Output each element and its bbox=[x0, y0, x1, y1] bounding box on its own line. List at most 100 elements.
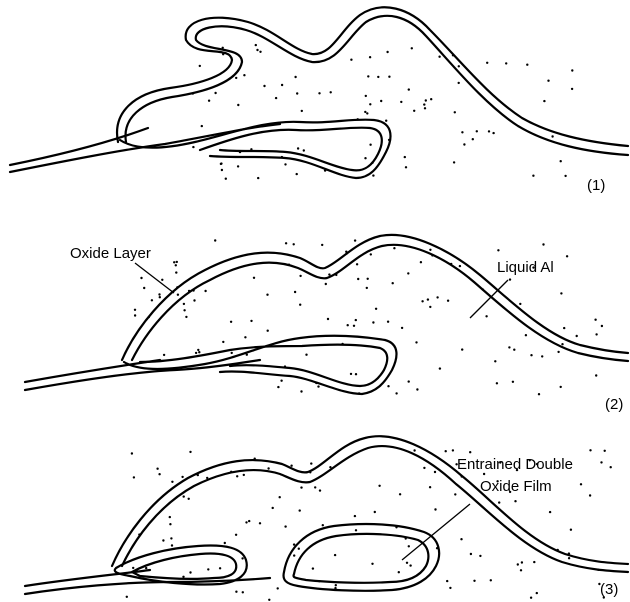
stipple-dot bbox=[220, 163, 222, 165]
stipple-dot bbox=[257, 177, 259, 179]
stipple-dot bbox=[214, 92, 216, 94]
stipple-dot bbox=[140, 277, 142, 279]
stipple-dot bbox=[272, 507, 274, 509]
stipple-dot bbox=[496, 382, 498, 384]
stipple-dot bbox=[243, 74, 245, 76]
stipple-dot bbox=[445, 450, 447, 452]
stipple-dot bbox=[429, 306, 431, 308]
stipple-dot bbox=[189, 451, 191, 453]
stipple-dot bbox=[449, 587, 451, 589]
stipple-dot bbox=[173, 261, 175, 263]
stipple-dot bbox=[259, 51, 261, 53]
stipple-dot bbox=[294, 291, 296, 293]
stipple-dot bbox=[492, 132, 494, 134]
stipple-dot bbox=[458, 82, 460, 84]
stipple-dot bbox=[250, 320, 252, 322]
stipple-dot bbox=[459, 265, 461, 267]
stipple-dot bbox=[454, 493, 456, 495]
stipple-dot bbox=[564, 175, 566, 177]
stipple-dot bbox=[601, 325, 603, 327]
stipple-dot bbox=[461, 348, 463, 350]
stipple-dot bbox=[317, 385, 319, 387]
stipple-dot bbox=[530, 597, 532, 599]
stipple-dot bbox=[547, 80, 549, 82]
stipple-dot bbox=[198, 351, 200, 353]
stipple-dot bbox=[303, 149, 305, 151]
stipple-dot bbox=[453, 161, 455, 163]
stipple-dot bbox=[214, 239, 216, 241]
stipple-dot bbox=[177, 294, 179, 296]
stipple-dot bbox=[350, 59, 352, 61]
double-oxide-film-leader bbox=[402, 504, 470, 560]
stipple-dot bbox=[490, 579, 492, 581]
stipple-dot bbox=[183, 309, 185, 311]
stipple-dot bbox=[580, 483, 582, 485]
stipple-dot bbox=[171, 544, 173, 546]
stipple-dot bbox=[460, 538, 462, 540]
stipple-dot bbox=[366, 112, 368, 114]
stipple-dot bbox=[409, 564, 411, 566]
stipple-dot bbox=[231, 352, 233, 354]
stipple-dot bbox=[461, 131, 463, 133]
stipple-dot bbox=[571, 88, 573, 90]
stipple-dot bbox=[420, 261, 422, 263]
stipple-dot bbox=[369, 144, 371, 146]
double-oxide-film-label-line2: Oxide Film bbox=[480, 478, 552, 495]
stipple-dot bbox=[366, 287, 368, 289]
stipple-dot bbox=[300, 486, 302, 488]
stipple-dot bbox=[476, 130, 478, 132]
stipple-dot bbox=[610, 466, 612, 468]
stipple-dot bbox=[256, 49, 258, 51]
stipple-dot bbox=[369, 103, 371, 105]
stipple-dot bbox=[413, 110, 415, 112]
stipple-dot bbox=[560, 160, 562, 162]
stipple-dot bbox=[429, 486, 431, 488]
stipple-dot bbox=[589, 494, 591, 496]
stipple-dot bbox=[277, 386, 279, 388]
stipple-dot bbox=[434, 508, 436, 510]
stipple-dot bbox=[197, 349, 199, 351]
stipple-dot bbox=[566, 255, 568, 257]
stipple-dot bbox=[388, 76, 390, 78]
oxide-skin-outer-1 bbox=[117, 7, 628, 146]
stipple-dot bbox=[532, 175, 534, 177]
stipple-dot bbox=[330, 91, 332, 93]
stipple-dot bbox=[189, 571, 191, 573]
stipple-dot bbox=[479, 555, 481, 557]
stipple-dot bbox=[568, 557, 570, 559]
stipple-dot bbox=[259, 522, 261, 524]
stipple-dot bbox=[367, 75, 369, 77]
stipple-dot bbox=[347, 324, 349, 326]
stipple-dot bbox=[284, 163, 286, 165]
stipple-dot bbox=[300, 390, 302, 392]
stipple-dot bbox=[536, 592, 538, 594]
stipple-dot bbox=[385, 120, 387, 122]
stipple-dot bbox=[600, 461, 602, 463]
oxide-fold-inner-2 bbox=[140, 345, 387, 386]
stipple-dot bbox=[151, 299, 153, 301]
stipple-dot bbox=[423, 103, 425, 105]
stipple-dot bbox=[533, 561, 535, 563]
stipple-dot bbox=[158, 293, 160, 295]
stipple-dot bbox=[183, 495, 185, 497]
stipple-dot bbox=[415, 341, 417, 343]
stipple-dot bbox=[195, 352, 197, 354]
stipple-dot bbox=[355, 373, 357, 375]
stipple-dot bbox=[356, 263, 358, 265]
stipple-dot bbox=[199, 65, 201, 67]
stipple-dot bbox=[299, 275, 301, 277]
stipple-dot bbox=[253, 277, 255, 279]
panel-2: Oxide Layer Liquid Al (2) bbox=[25, 235, 628, 413]
stipple-dot bbox=[469, 451, 471, 453]
stipple-dot bbox=[485, 315, 487, 317]
stipple-dot bbox=[305, 354, 307, 356]
stipple-dot bbox=[171, 481, 173, 483]
stipple-dot bbox=[473, 580, 475, 582]
stipple-dot bbox=[369, 56, 371, 58]
stipple-dot bbox=[310, 462, 312, 464]
double-oxide-film-label-line1: Entrained Double bbox=[457, 456, 573, 473]
stipple-dot bbox=[399, 493, 401, 495]
stipple-dot bbox=[395, 392, 397, 394]
stipple-dot bbox=[439, 367, 441, 369]
stipple-dot bbox=[281, 84, 283, 86]
